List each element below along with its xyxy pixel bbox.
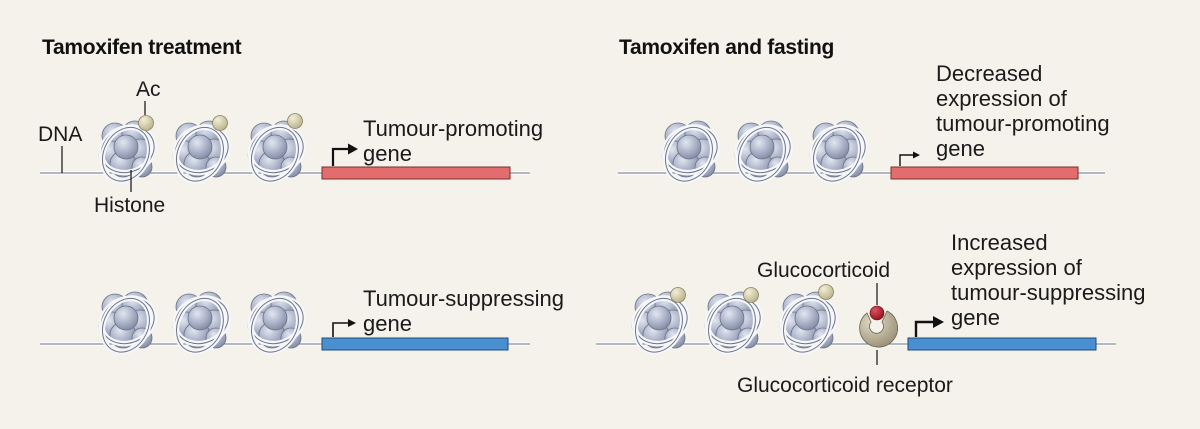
arrowhead-icon [348,143,358,155]
gene-label-line: gene [951,305,1000,330]
nucleosome [804,119,872,189]
nucleosome [93,119,161,189]
glucocorticoid-label: Glucocorticoid [757,259,890,282]
nucleosome [242,119,310,189]
promoter-arrow-icon [331,147,350,166]
acetyl-group [287,113,303,129]
acetyl-group [670,287,686,303]
nucleosome [656,119,724,189]
row-bottom-left: Tumour-suppressing gene [40,286,564,360]
tumour-promoting-gene-bar [321,166,511,180]
row-top-right: Decreased expression of tumour-promoting… [618,61,1110,189]
promoter-arrow-icon [332,322,350,337]
gene-label-line: gene [363,311,412,336]
ac-label: Ac [136,78,161,101]
nucleosome [626,290,694,360]
gene-label-line: Tumour-suppressing [363,286,564,311]
arrowhead-icon [933,316,944,328]
promoter-arrow-icon [899,154,915,166]
nucleosome [699,290,767,360]
gene-label-line: expression of [936,86,1068,111]
glucocorticoid-receptor-label: Glucocorticoid receptor [737,374,953,397]
acetyl-group [138,115,154,131]
left-panel-title: Tamoxifen treatment [42,36,242,59]
gene-label-line: tumour-promoting [936,111,1110,136]
gene-label-line: gene [936,136,985,161]
dna-label: DNA [38,123,82,146]
arrowhead-icon [913,151,920,159]
gene-label-line: Decreased [936,61,1042,86]
nucleosome [729,119,797,189]
acetyl-group [818,284,834,300]
acetyl-group [743,287,759,303]
glucocorticoid-molecule-icon [869,305,885,321]
gene-label-line: Increased [951,230,1048,255]
arrowhead-icon [348,319,356,327]
nucleosome [167,119,235,189]
histone-label: Histone [94,194,165,217]
glucocorticoid-receptor-icon [859,310,899,348]
tumour-promoting-gene-bar [890,166,1079,180]
nucleosome [167,290,235,360]
gene-label-line: Tumour-promoting [363,116,543,141]
row-top-left: Tumour-promoting gene [40,113,543,190]
tumour-suppressing-gene-bar [907,337,1097,351]
nucleosome [774,290,842,360]
gene-label-line: expression of [951,255,1083,280]
nucleosome [242,290,310,360]
gene-label-line: gene [363,141,412,166]
promoter-arrow-icon [914,320,935,337]
row-bottom-right: Glucocorticoid Glucocorticoid receptor I… [596,230,1145,397]
tumour-suppressing-gene-bar [321,337,509,351]
acetyl-group [212,115,228,131]
gene-label-line: tumour-suppressing [951,280,1145,305]
right-panel-title: Tamoxifen and fasting [619,36,834,59]
nucleosome [93,290,161,360]
